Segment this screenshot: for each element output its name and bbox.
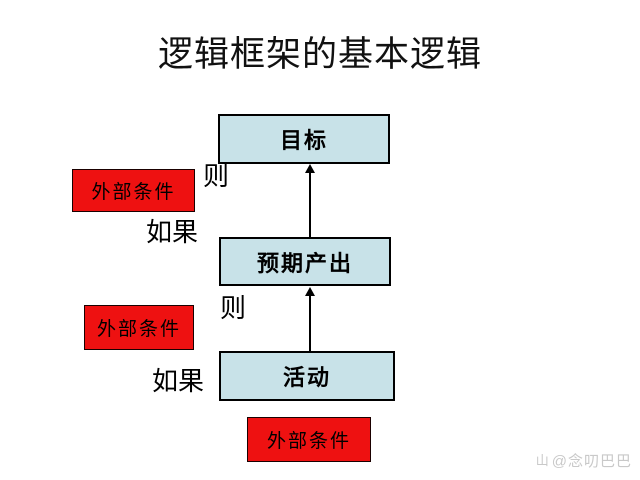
flow-box-activity-label: 活动 xyxy=(282,365,331,390)
connector-label-then-2: 则 xyxy=(220,294,247,323)
watermark-text: @念叨巴巴 xyxy=(551,453,632,470)
watermark-logo-icon: 山 xyxy=(535,453,550,468)
slide-title: 逻辑框架的基本逻辑 xyxy=(157,35,482,74)
connector-label-if-2: 如果 xyxy=(152,367,205,396)
external-condition-label: 外部条件 xyxy=(266,431,351,452)
flow-box-goal-label: 目标 xyxy=(279,128,328,153)
external-condition-label: 外部条件 xyxy=(91,182,176,203)
arrowhead-icon xyxy=(305,287,315,296)
watermark: 山 @念叨巴巴 xyxy=(536,450,632,471)
connector-label-if-1: 如果 xyxy=(146,218,199,247)
external-condition-box-1: 外部条件 xyxy=(72,169,195,212)
external-condition-box-3: 外部条件 xyxy=(247,417,371,462)
flow-box-activity: 活动 xyxy=(219,351,395,401)
connector-label-then-1: 则 xyxy=(203,162,230,191)
flow-box-expected-output: 预期产出 xyxy=(219,237,391,286)
arrow-shaft xyxy=(309,172,311,237)
external-condition-label: 外部条件 xyxy=(96,319,181,340)
flow-box-goal: 目标 xyxy=(218,114,390,164)
arrowhead-icon xyxy=(305,164,315,173)
external-condition-box-2: 外部条件 xyxy=(84,305,194,350)
arrow-shaft xyxy=(309,295,311,351)
flow-box-expected-output-label: 预期产出 xyxy=(256,250,353,276)
